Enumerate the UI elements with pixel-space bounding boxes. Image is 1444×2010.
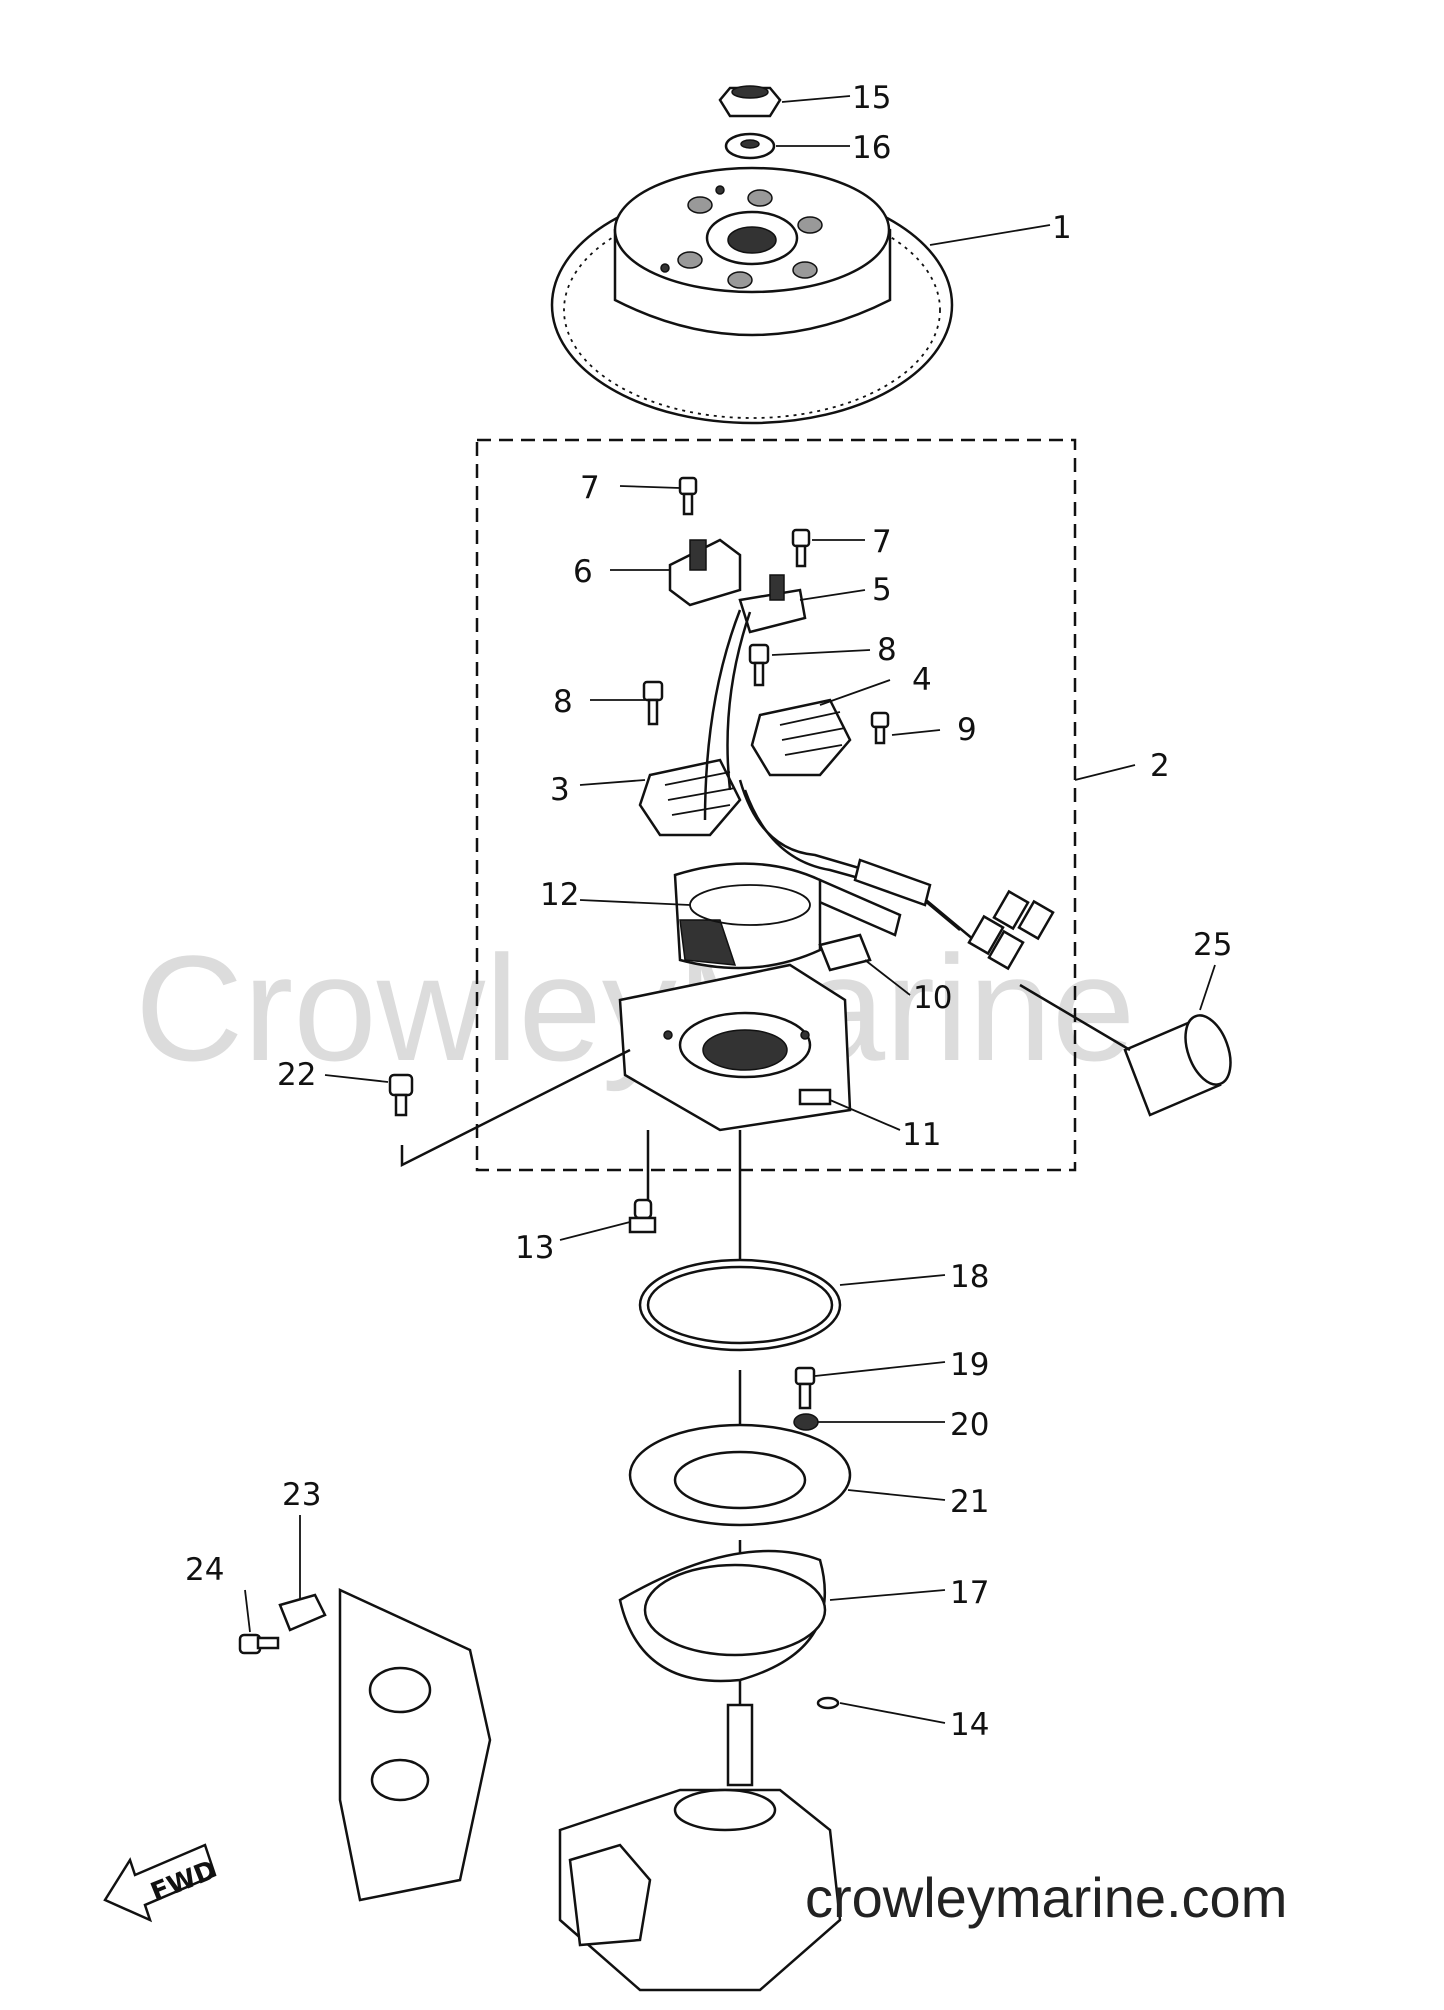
label-5: 5 bbox=[872, 572, 892, 608]
part-8-screw-b[interactable] bbox=[642, 680, 664, 726]
label-14: 14 bbox=[950, 1707, 989, 1743]
footer-url[interactable]: crowleymarine.com bbox=[805, 1866, 1287, 1929]
label-20: 20 bbox=[950, 1407, 989, 1443]
side-housing bbox=[338, 1588, 492, 1902]
label-10: 10 bbox=[913, 980, 952, 1016]
label-7-b: 7 bbox=[872, 524, 892, 560]
label-24: 24 bbox=[185, 1552, 224, 1588]
part-10-clip[interactable] bbox=[818, 933, 872, 972]
part-24-screw[interactable] bbox=[238, 1633, 280, 1655]
label-21: 21 bbox=[950, 1484, 989, 1520]
crankcase bbox=[558, 1703, 842, 1992]
label-13: 13 bbox=[515, 1230, 554, 1266]
label-17: 17 bbox=[950, 1575, 989, 1611]
label-19: 19 bbox=[950, 1347, 989, 1383]
label-16: 16 bbox=[852, 130, 891, 166]
part-2-assembly-box bbox=[475, 438, 1077, 1172]
part-14-key[interactable] bbox=[816, 1696, 840, 1710]
part-22-screw[interactable] bbox=[388, 1073, 414, 1117]
part-16-washer[interactable] bbox=[724, 132, 776, 160]
part-20-washer[interactable] bbox=[793, 1413, 819, 1431]
label-4: 4 bbox=[912, 662, 932, 698]
label-1: 1 bbox=[1052, 210, 1072, 246]
part-11-base-plate[interactable] bbox=[618, 963, 852, 1132]
part-12-cover[interactable] bbox=[673, 862, 822, 970]
label-2: 2 bbox=[1150, 748, 1170, 784]
part-5-clamp[interactable] bbox=[738, 574, 807, 634]
label-8-b: 8 bbox=[553, 684, 573, 720]
part-13-fitting[interactable] bbox=[628, 1198, 657, 1234]
part-15-nut[interactable] bbox=[718, 85, 782, 118]
label-15: 15 bbox=[852, 80, 891, 116]
leader-lines bbox=[244, 95, 1216, 1724]
part-17-gasket[interactable] bbox=[618, 1549, 827, 1683]
label-6: 6 bbox=[573, 554, 593, 590]
label-25: 25 bbox=[1193, 927, 1232, 963]
part-19-bolt[interactable] bbox=[794, 1366, 816, 1410]
part-25-cap[interactable] bbox=[1123, 1009, 1239, 1117]
label-22: 22 bbox=[277, 1057, 316, 1093]
fwd-arrow-icon: FWD bbox=[103, 1843, 221, 1923]
part-7-screw-b[interactable] bbox=[791, 528, 811, 568]
part-8-screw-a[interactable] bbox=[748, 643, 770, 687]
part-21-plate[interactable] bbox=[628, 1423, 852, 1527]
part-18-ring[interactable] bbox=[638, 1258, 842, 1352]
label-11: 11 bbox=[902, 1117, 941, 1153]
part-7-screw-a[interactable] bbox=[678, 476, 698, 516]
label-7-a: 7 bbox=[580, 470, 600, 506]
label-9: 9 bbox=[957, 712, 977, 748]
part-9-screw[interactable] bbox=[870, 711, 890, 745]
part-1-flywheel[interactable] bbox=[550, 166, 954, 425]
label-18: 18 bbox=[950, 1259, 989, 1295]
part-3-coil[interactable] bbox=[638, 758, 742, 837]
part-4-coil[interactable] bbox=[750, 698, 852, 777]
wire-harness bbox=[703, 609, 1055, 971]
part-6-clamp[interactable] bbox=[668, 538, 742, 607]
label-3: 3 bbox=[550, 772, 570, 808]
label-23: 23 bbox=[282, 1477, 321, 1513]
label-8-a: 8 bbox=[877, 632, 897, 668]
part-23-bracket[interactable] bbox=[278, 1593, 327, 1632]
label-12: 12 bbox=[540, 877, 579, 913]
